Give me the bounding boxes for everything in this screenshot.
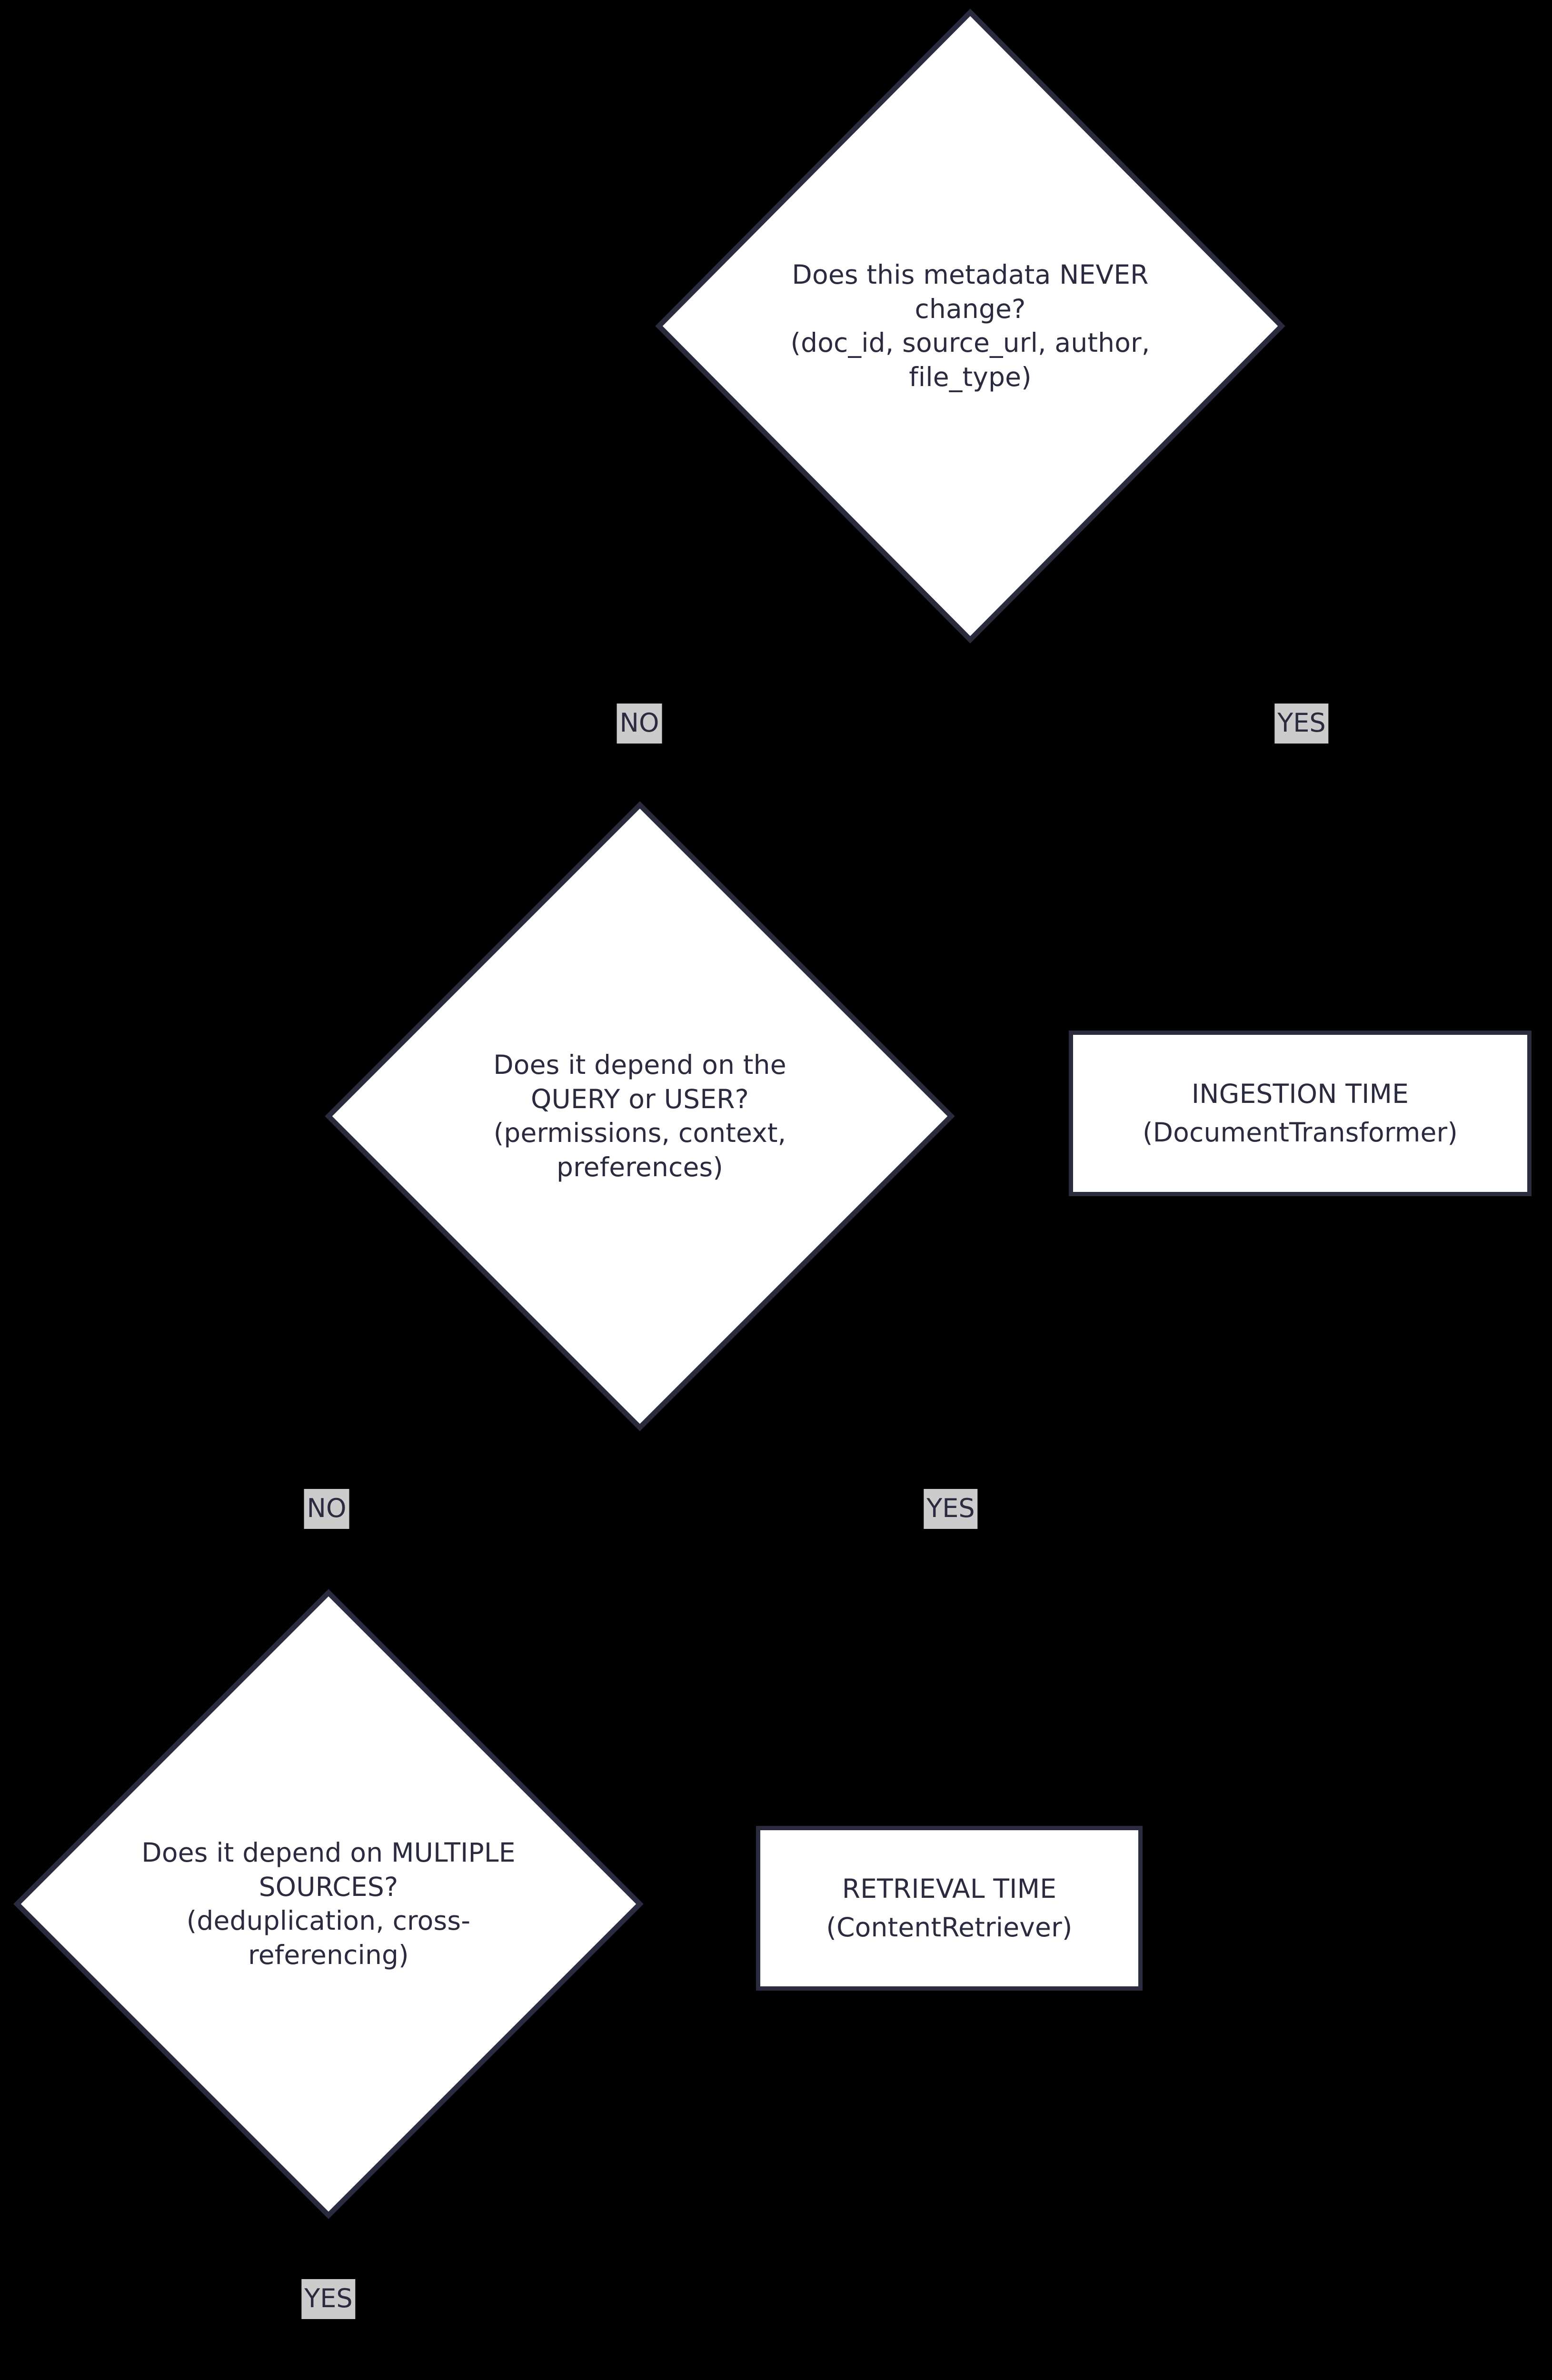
diamond-shape-1 — [655, 9, 1285, 644]
edge-label-d2-yes: YES — [924, 1489, 978, 1529]
outcome-node-ingestion-time[interactable]: INGESTION TIME (DocumentTransformer) — [1069, 1031, 1532, 1196]
diamond-shape-3 — [13, 1589, 644, 2219]
connector-d2-to-retrieval — [949, 1507, 953, 1827]
edge-label-d2-no: NO — [304, 1489, 349, 1529]
connector-d1-to-ingestion-horizontal — [970, 722, 1302, 725]
edge-label-d1-no: NO — [617, 704, 662, 744]
connector-d2-to-d3-horizontal — [327, 1507, 639, 1511]
connector-d2-to-d3 — [637, 1427, 641, 1593]
edge-label-d3-yes: YES — [301, 2279, 356, 2319]
outcome-ingestion-label: INGESTION TIME (DocumentTransformer) — [1142, 1078, 1458, 1148]
diamond-shape-2 — [325, 801, 955, 1431]
decision-node-query-or-user[interactable]: Does it depend on the QUERY or USER? (pe… — [325, 801, 955, 1431]
connector-d1-to-d2 — [968, 641, 972, 804]
outcome-retrieval-label: RETRIEVAL TIME (ContentRetriever) — [826, 1873, 1073, 1943]
connector-d1-to-ingestion — [1300, 722, 1303, 1031]
outcome-node-retrieval-time[interactable]: RETRIEVAL TIME (ContentRetriever) — [756, 1826, 1143, 1991]
edge-label-d1-yes: YES — [1274, 704, 1329, 744]
decision-1-label: Does this metadata NEVER change? (doc_id… — [790, 259, 1150, 392]
connector-d1-to-d2-horizontal — [639, 722, 970, 725]
decision-2-label: Does it depend on the QUERY or USER? (pe… — [493, 1050, 786, 1182]
decision-node-metadata-never-changes[interactable]: Does this metadata NEVER change? (doc_id… — [655, 9, 1285, 644]
decision-node-multiple-sources[interactable]: Does it depend on MULTIPLE SOURCES? (ded… — [13, 1589, 644, 2219]
decision-3-label: Does it depend on MULTIPLE SOURCES? (ded… — [141, 1837, 516, 1970]
